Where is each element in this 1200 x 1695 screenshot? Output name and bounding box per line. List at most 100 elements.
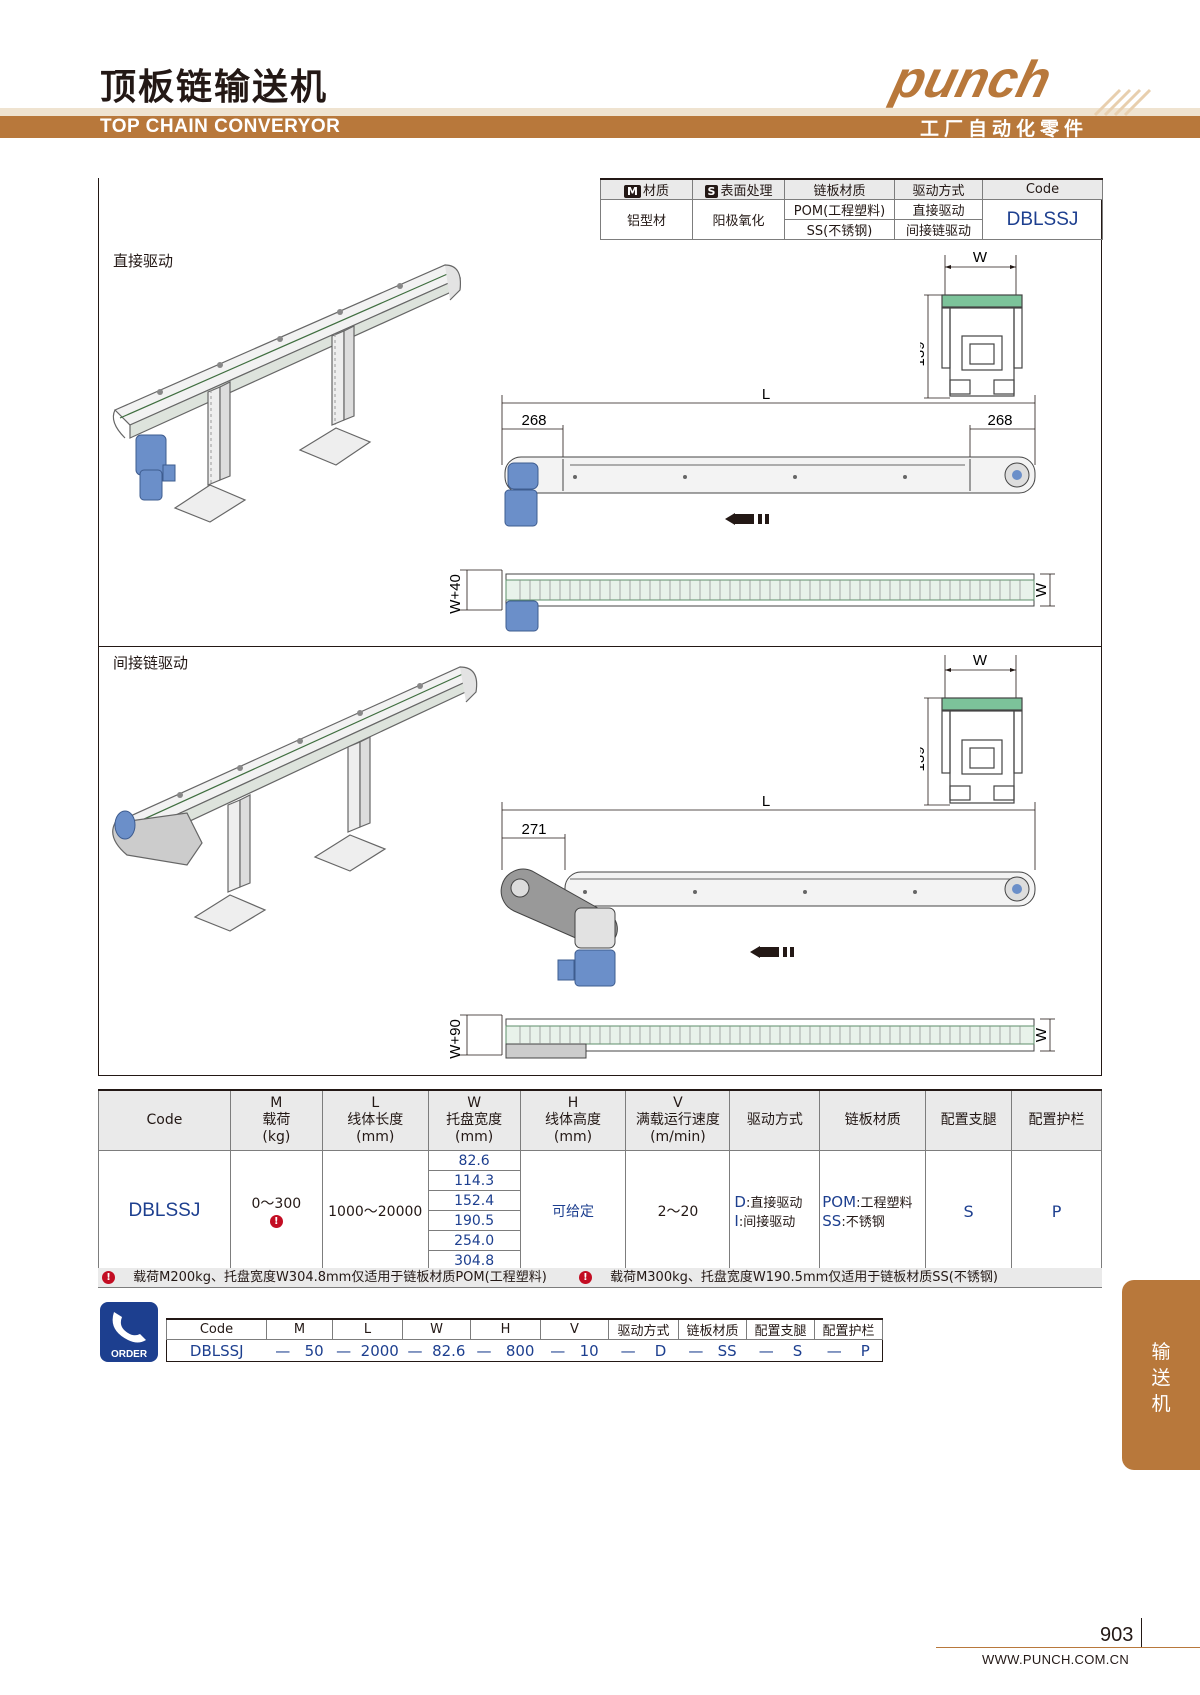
order-value: DBLSSJ xyxy=(166,1339,267,1362)
frame-divider xyxy=(98,646,1102,647)
side-tab-char: 送 xyxy=(1151,1367,1171,1389)
spec-chain-pom: POM(工程塑料) xyxy=(784,199,895,220)
direct-section-drawing: W 139 xyxy=(920,250,1023,399)
drawing-frame xyxy=(98,178,1102,1076)
spec-header-drive: 驱动方式 xyxy=(894,178,983,200)
brand-slogan: 工厂自动化零件 xyxy=(920,118,1089,140)
order-value: — D xyxy=(608,1339,679,1362)
cell-load: 0～300! xyxy=(229,1150,323,1273)
order-value: — P xyxy=(814,1339,883,1362)
spec-chain-ss: SS(不锈钢) xyxy=(784,219,895,240)
col-header-guard: 配置护栏 xyxy=(1011,1089,1102,1151)
order-header: 配置护栏 xyxy=(814,1318,883,1340)
order-icon: ORDER xyxy=(100,1302,158,1362)
order-header: V xyxy=(540,1318,609,1340)
col-header-code: Code xyxy=(98,1089,231,1151)
note-item: ! 载荷M300kg、托盘宽度W190.5mm仅适用于链板材质SS(不锈钢) xyxy=(578,1270,1012,1285)
cell-length: 1000～20000 xyxy=(321,1150,429,1273)
logo-text: punch xyxy=(885,55,1057,109)
spec-header-code: Code xyxy=(982,178,1103,200)
width-value: 82.6 xyxy=(428,1151,520,1171)
direct-dim-right: 268 xyxy=(987,412,1012,429)
indirect-dim-w: W xyxy=(973,652,988,669)
col-header-leg: 配置支腿 xyxy=(925,1089,1013,1151)
order-header: 驱动方式 xyxy=(608,1318,679,1340)
indirect-iso-drawing xyxy=(112,666,478,932)
order-value: — 82.6 xyxy=(402,1339,471,1362)
order-value: — 2000 xyxy=(332,1339,403,1362)
order-value: — SS xyxy=(678,1339,747,1362)
cell-drive: D:直接驱动 I:间接驱动 xyxy=(729,1150,821,1273)
warning-icon: ! xyxy=(269,1214,283,1228)
cell-height: 可给定 xyxy=(519,1150,627,1273)
note-item: ! 载荷M200kg、托盘宽度W304.8mm仅适用于链板材质POM(工程塑料) xyxy=(102,1270,561,1285)
warning-icon: ! xyxy=(102,1271,115,1284)
direct-dim-w: W xyxy=(973,250,988,266)
col-header-chain: 链板材质 xyxy=(819,1089,927,1151)
footer-rule xyxy=(936,1647,1200,1648)
order-header: H xyxy=(470,1318,541,1340)
width-value: 190.5 xyxy=(428,1211,520,1231)
order-value: — 800 xyxy=(470,1339,541,1362)
order-header: L xyxy=(332,1318,403,1340)
cell-speed: 2～20 xyxy=(625,1150,731,1273)
order-header: Code xyxy=(166,1318,267,1340)
order-icon-label: ORDER xyxy=(111,1349,148,1360)
order-header: 链板材质 xyxy=(678,1318,747,1340)
cell-chain: POM:工程塑料 SS:不锈钢 xyxy=(819,1150,927,1273)
cell-leg: S xyxy=(925,1150,1013,1273)
direct-dim-l: L xyxy=(762,386,770,403)
footer-url[interactable]: WWW.PUNCH.COM.CN xyxy=(982,1652,1130,1667)
direct-dim-w-side: W xyxy=(1033,582,1050,597)
notes-bar: ! 载荷M200kg、托盘宽度W304.8mm仅适用于链板材质POM(工程塑料)… xyxy=(98,1268,1102,1288)
header-band xyxy=(0,108,1200,138)
indirect-dim-l: L xyxy=(762,793,770,810)
side-tab-char: 机 xyxy=(1151,1393,1171,1415)
order-header: W xyxy=(402,1318,471,1340)
section-indirect-label: 间接链驱动 xyxy=(113,654,189,672)
order-example-table: Code M L W H V 驱动方式 链板材质 配置支腿 配置护栏 DBLSS… xyxy=(166,1318,883,1362)
page-number-rule xyxy=(1141,1618,1142,1648)
order-value: — 50 xyxy=(266,1339,333,1362)
indirect-dim-139: 139 xyxy=(920,746,928,771)
width-value: 304.8 xyxy=(454,1253,495,1269)
warning-icon: ! xyxy=(578,1271,592,1284)
order-value: — S xyxy=(746,1339,815,1362)
page-number: 903 xyxy=(1100,1624,1134,1646)
punch-logo: punch xyxy=(885,55,1152,117)
cell-widths: 82.6 114.3 152.4 190.5 254.0 304.8 xyxy=(427,1150,521,1273)
indirect-section-drawing: W 139 xyxy=(920,652,1023,806)
page-title: 顶板链输送机 xyxy=(100,67,329,108)
direct-iso-drawing xyxy=(112,264,462,523)
cell-code: DBLSSJ xyxy=(98,1150,231,1273)
cell-guard: P xyxy=(1011,1150,1102,1273)
col-header-drive: 驱动方式 xyxy=(729,1089,821,1151)
width-value: 254.0 xyxy=(428,1231,520,1251)
spec-material: 铝型材 xyxy=(600,199,693,240)
section-direct-label: 直接驱动 xyxy=(113,252,174,270)
direct-dim-left: 268 xyxy=(521,412,546,429)
spec-drive-indirect: 间接链驱动 xyxy=(894,219,983,240)
page-subtitle: TOP CHAIN CONVERYOR xyxy=(100,116,341,137)
indirect-side-drawing: L 271 W+90 W xyxy=(450,793,1055,1059)
spec-header-chain: 链板材质 xyxy=(784,178,895,200)
width-value: 152.4 xyxy=(428,1191,520,1211)
direct-dim-139: 139 xyxy=(920,341,928,366)
width-value: 114.3 xyxy=(428,1171,520,1191)
spec-surface: 阳极氧化 xyxy=(692,199,785,240)
indirect-dim-left: 271 xyxy=(521,821,546,838)
category-side-tab[interactable]: 输 送 机 xyxy=(1122,1280,1200,1470)
direct-side-drawing: L 268 268 W+40 W xyxy=(450,386,1055,632)
direct-dim-width-plus: W+40 xyxy=(450,574,464,614)
indirect-dim-width-plus: W+90 xyxy=(450,1019,464,1059)
indirect-dim-w-side: W xyxy=(1033,1027,1050,1042)
spec-code: DBLSSJ xyxy=(982,199,1103,240)
order-value: — 10 xyxy=(540,1339,609,1362)
